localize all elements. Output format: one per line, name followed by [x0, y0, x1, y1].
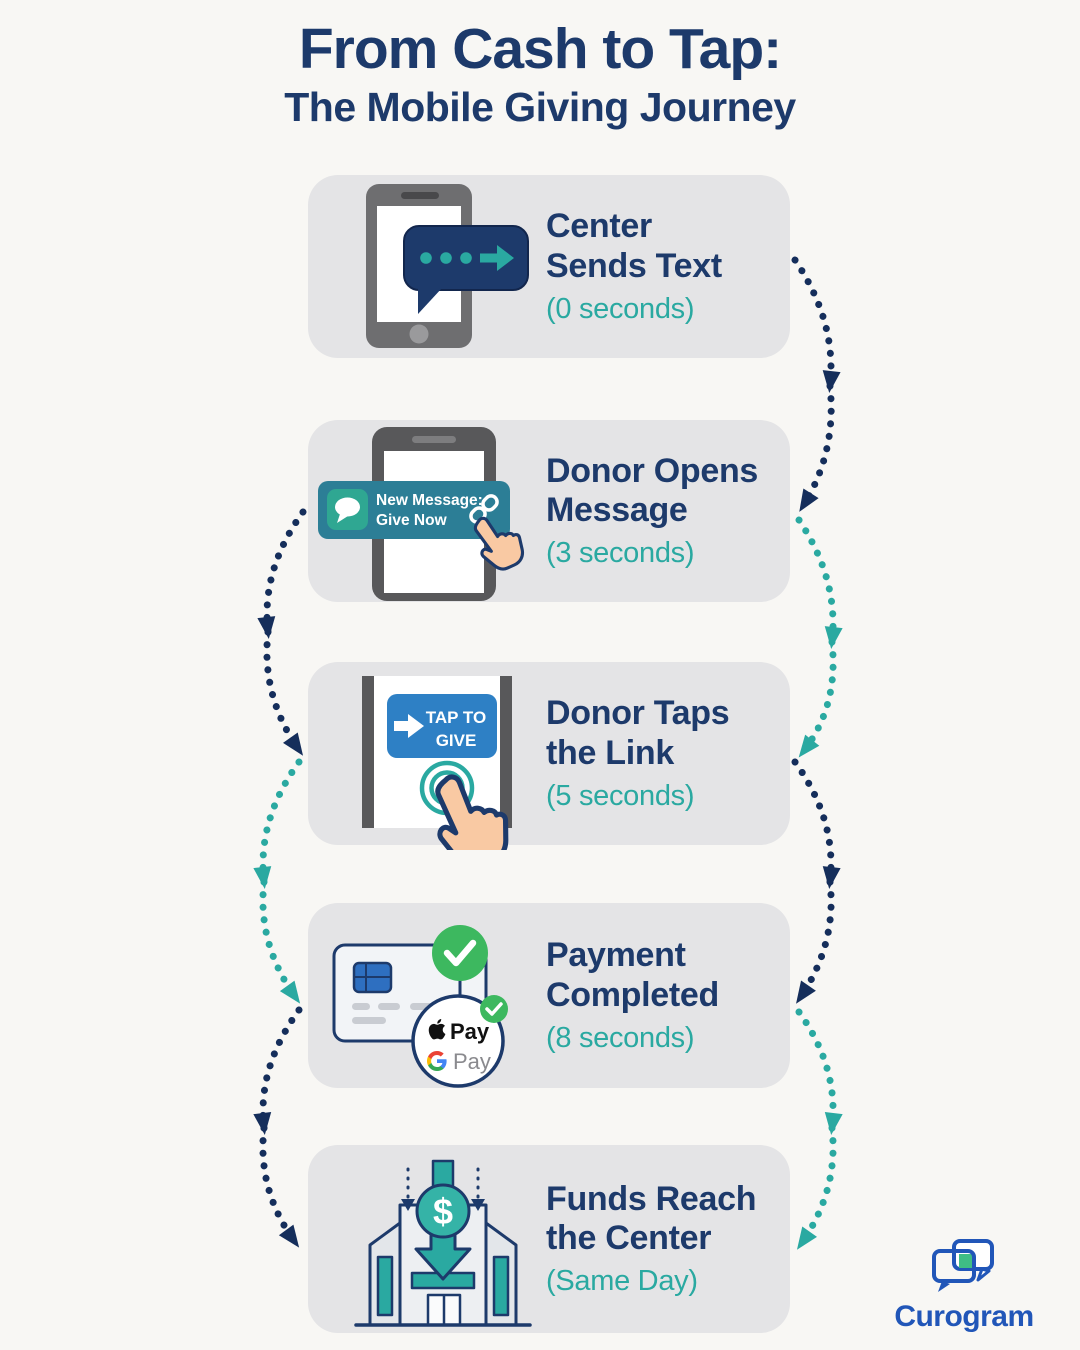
- step-duration: (5 seconds): [546, 779, 695, 812]
- brand-footer: Curogram: [884, 1237, 1044, 1334]
- tap-to-give-button: TAP TO GIVE: [387, 694, 497, 758]
- page-title: From Cash to Tap:: [298, 17, 782, 81]
- step-title: Center Sends Text: [546, 207, 722, 285]
- step-title: Donor Taps the Link: [546, 694, 730, 772]
- brand-name: Curogram: [894, 1300, 1034, 1333]
- building-funds-icon: $: [354, 1159, 532, 1327]
- step-duration: (Same Day): [546, 1265, 698, 1298]
- tap-hand-icon: [473, 516, 525, 571]
- phone-tap-icon: TAP TO GIVE: [362, 676, 512, 850]
- arrow-step4-to-step5-left: [253, 1006, 303, 1248]
- dollar-coin-icon: $: [415, 1183, 471, 1239]
- phone-notification-icon: New Message: Give Now: [318, 427, 525, 601]
- page-header: From Cash to Tap: The Mobile Giving Jour…: [0, 16, 1080, 131]
- payment-completed-icon: Pay Pay: [332, 925, 508, 1088]
- notification-banner: New Message: Give Now: [318, 481, 510, 539]
- curogram-logo-icon: [932, 1239, 994, 1292]
- step-duration: (3 seconds): [546, 537, 695, 570]
- page-subtitle: The Mobile Giving Journey: [284, 84, 796, 130]
- arrow-step2-to-step3-right: [795, 516, 843, 758]
- step-title: Funds Reach the Center: [546, 1179, 757, 1257]
- incoming-funds-arrows: [401, 1167, 485, 1211]
- button-label-line1: TAP TO: [426, 708, 486, 727]
- success-check-icon: [432, 925, 488, 981]
- arrow-step4-to-step5-right: [795, 1008, 843, 1250]
- sms-bubble-icon: [403, 225, 529, 314]
- arrow-step3-to-step4-right: [791, 758, 841, 1004]
- message-app-icon: [327, 489, 368, 530]
- step-card-donor-opens-message: New Message: Give Now Donor Opens Messag…: [308, 420, 790, 602]
- step-card-donor-taps-link: TAP TO GIVE Donor Taps the Link (5 secon…: [308, 662, 790, 850]
- svg-text:Pay: Pay: [450, 1019, 490, 1044]
- svg-text:Pay: Pay: [453, 1049, 491, 1074]
- step-card-center-sends-text: Center Sends Text (0 seconds): [308, 175, 790, 358]
- phone-sms-icon: [366, 184, 529, 348]
- svg-text:$: $: [433, 1191, 453, 1232]
- button-label-line2: GIVE: [436, 731, 477, 750]
- step-card-funds-reach-center: $ Funds Reach the Center (Same Day): [308, 1145, 790, 1333]
- small-check-icon: [480, 995, 508, 1023]
- arrow-step2-to-step3-left: [257, 508, 307, 756]
- notification-text-line1: New Message:: [376, 492, 483, 509]
- step-title: Donor Opens Message: [546, 451, 759, 529]
- google-pay-logo: Pay: [427, 1049, 491, 1074]
- arrow-step1-to-step2: [791, 256, 841, 512]
- pay-methods-badge: Pay Pay: [411, 994, 508, 1088]
- arrow-step3-to-step4-left: [253, 758, 303, 1004]
- step-duration: (0 seconds): [546, 292, 695, 325]
- step-duration: (8 seconds): [546, 1021, 695, 1054]
- send-arrow-icon: [480, 245, 514, 271]
- apple-pay-logo: Pay: [428, 1018, 490, 1044]
- tap-hand-icon: [435, 774, 509, 850]
- step-title: Payment Completed: [546, 936, 719, 1014]
- notification-text-line2: Give Now: [376, 512, 448, 529]
- step-card-payment-completed: Pay Pay Payment Comp: [308, 903, 790, 1088]
